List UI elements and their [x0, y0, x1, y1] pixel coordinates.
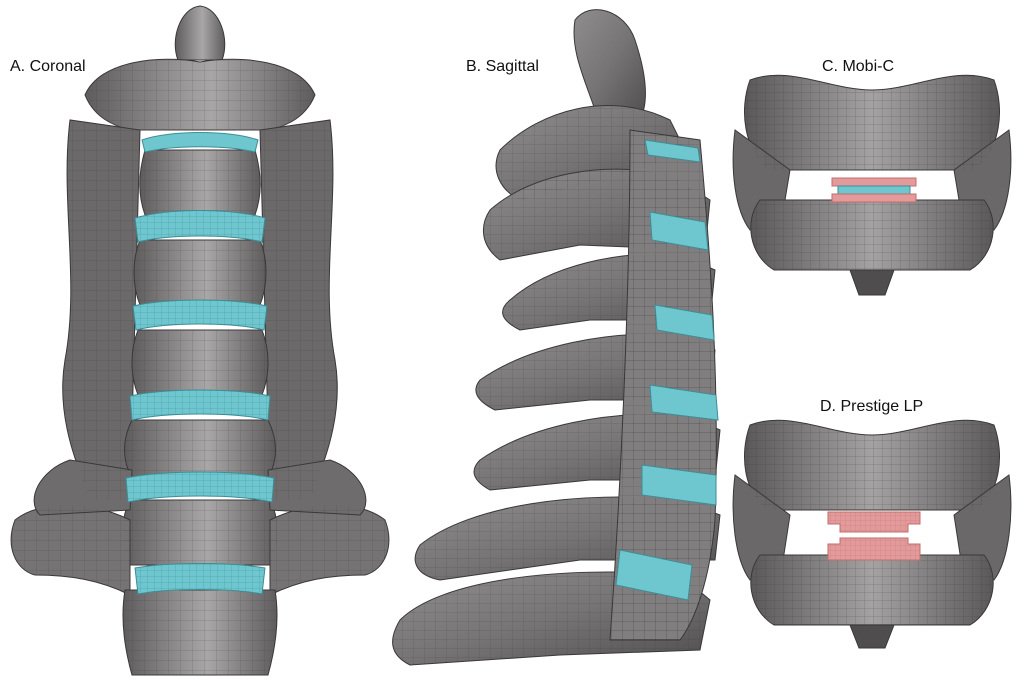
sagittal-disc-4 [649, 384, 719, 421]
sagittal-discs [615, 139, 719, 601]
mobi-c-upper-plate [831, 177, 917, 187]
prestige-spinous-tip [849, 624, 895, 649]
coronal-mesh-overlay [11, 59, 389, 675]
dens-process [174, 5, 226, 61]
prestige-mesh-overlay [744, 420, 1000, 625]
coronal-disc-mesh [126, 210, 274, 594]
sagittal-mesh-overlay [392, 105, 720, 665]
panel-label-coronal: A. Coronal [10, 58, 86, 75]
coronal-spine-model [10, 5, 390, 676]
panel-label-sagittal: B. Sagittal [466, 58, 539, 75]
mobi-c-spinous-tip [849, 269, 895, 296]
disc-c1-c2 [141, 132, 259, 153]
sagittal-disc-3 [654, 304, 715, 341]
prestige-lp-model [732, 419, 1012, 649]
panel-label-prestige-lp: D. Prestige LP [820, 398, 924, 415]
mobi-c-implant [831, 177, 917, 203]
sagittal-disc-6 [615, 549, 693, 601]
mobi-c-lower-plate [831, 193, 917, 203]
mobi-c-mesh-overlay [744, 75, 1000, 270]
sagittal-spine-model [392, 9, 721, 666]
sagittal-disc-1 [644, 139, 701, 163]
prestige-implant-mesh [828, 512, 920, 560]
sagittal-disc-5 [641, 464, 717, 506]
sagittal-dens [573, 9, 646, 121]
mobi-c-model [732, 74, 1012, 296]
mobi-c-core [837, 185, 911, 195]
panel-label-mobi-c: C. Mobi-C [822, 58, 895, 75]
sagittal-disc-2 [649, 211, 709, 251]
